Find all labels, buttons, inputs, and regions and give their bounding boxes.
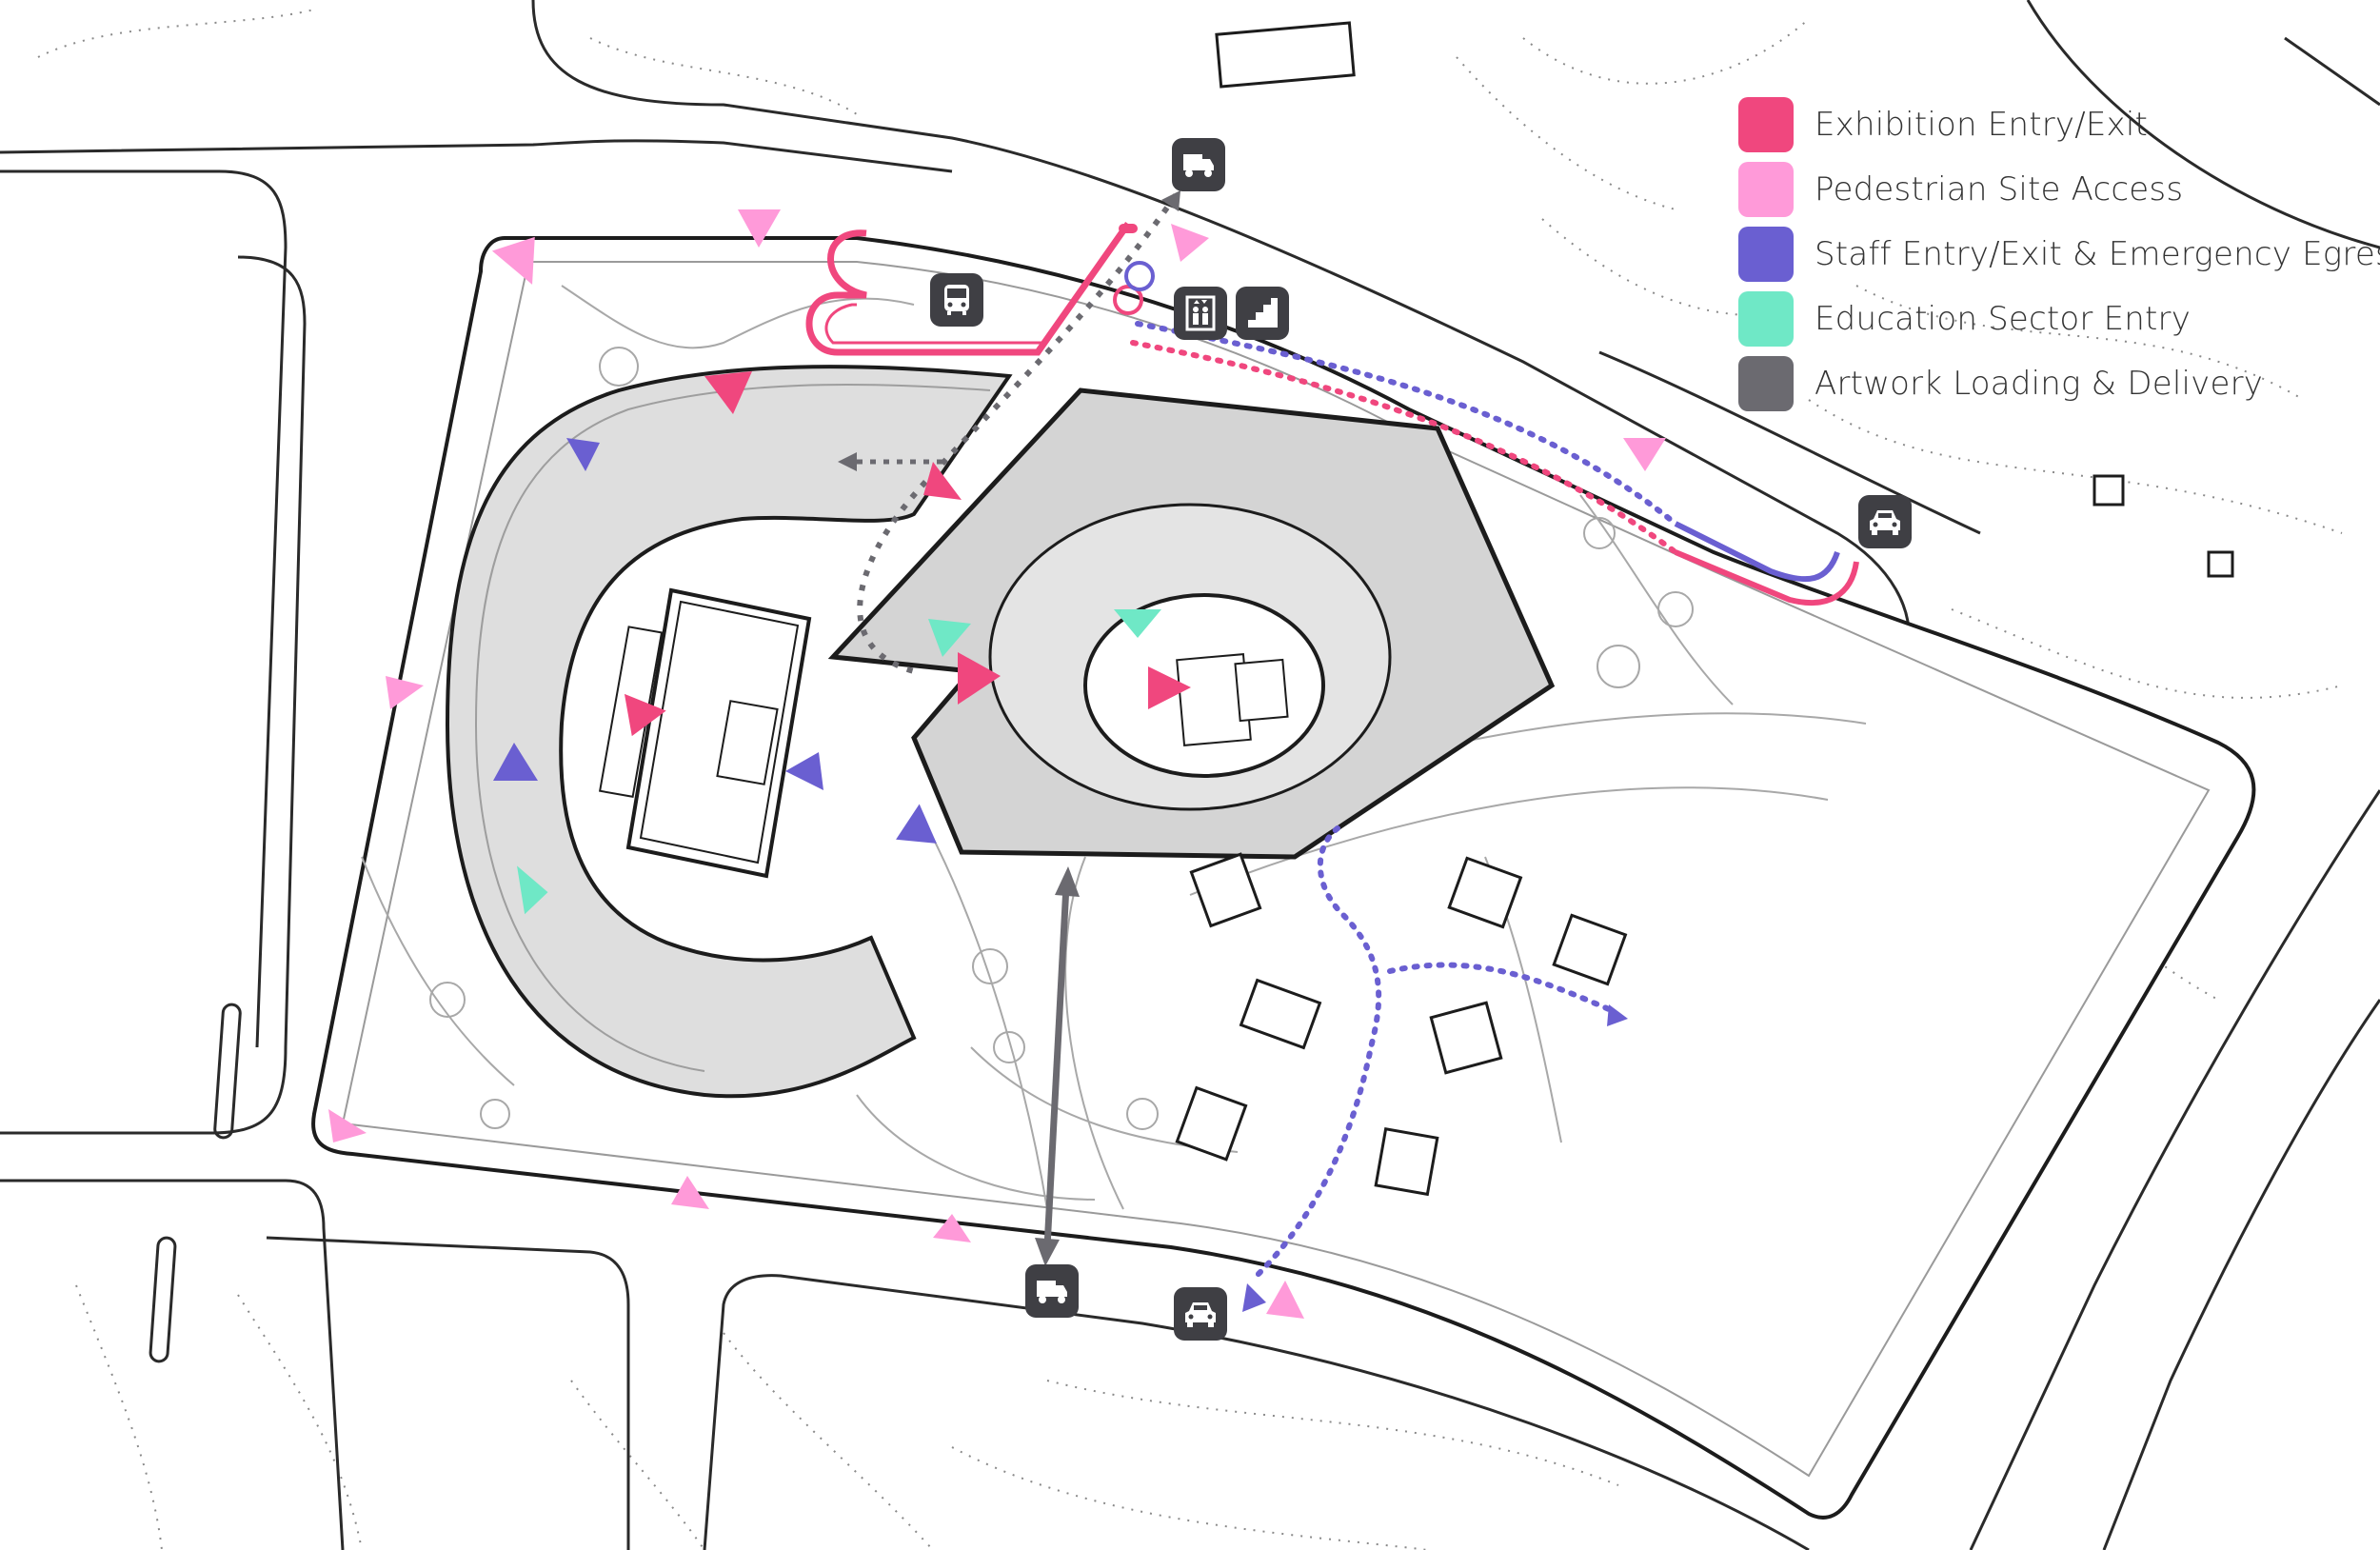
elevator-icon bbox=[1174, 287, 1227, 340]
legend-label: Education Sector Entry bbox=[1815, 300, 2192, 338]
legend-swatch bbox=[1738, 97, 1794, 152]
legend: Exhibition Entry/Exit Pedestrian Site Ac… bbox=[1738, 92, 2380, 416]
site-boundary bbox=[311, 236, 2256, 1520]
exhibition-route-solid bbox=[805, 221, 1131, 356]
legend-label: Staff Entry/Exit & Emergency Egress bbox=[1815, 235, 2380, 273]
loading-route bbox=[838, 190, 1180, 1266]
staff-routes bbox=[1135, 321, 1678, 1279]
legend-item-education: Education Sector Entry bbox=[1738, 287, 2357, 351]
bus-icon bbox=[930, 273, 983, 327]
legend-swatch bbox=[1738, 291, 1794, 347]
truck-icon bbox=[1025, 1264, 1079, 1318]
legend-item-pedestrian: Pedestrian Site Access bbox=[1738, 157, 2357, 222]
small-houses bbox=[1175, 21, 2234, 1197]
car-icon bbox=[1174, 1287, 1227, 1341]
legend-item-exhibition: Exhibition Entry/Exit bbox=[1738, 92, 2357, 157]
legend-label: Artwork Loading & Delivery bbox=[1815, 365, 2264, 403]
inner-building bbox=[598, 587, 812, 879]
truck-icon bbox=[1172, 138, 1225, 191]
legend-item-staff: Staff Entry/Exit & Emergency Egress bbox=[1738, 222, 2380, 287]
legend-item-loading: Artwork Loading & Delivery bbox=[1738, 351, 2357, 416]
legend-swatch bbox=[1738, 227, 1794, 282]
stairs-icon bbox=[1236, 287, 1289, 340]
road-medians bbox=[149, 1003, 242, 1363]
legend-swatch bbox=[1738, 356, 1794, 411]
access-markers bbox=[328, 209, 1666, 1319]
legend-label: Pedestrian Site Access bbox=[1815, 170, 2184, 209]
legend-swatch bbox=[1738, 162, 1794, 217]
exhibition-route-dotted bbox=[1130, 340, 1678, 555]
legend-label: Exhibition Entry/Exit bbox=[1815, 106, 2149, 144]
hemicycle-building bbox=[445, 365, 1013, 1099]
car-route-right bbox=[1674, 521, 1840, 583]
car-icon bbox=[1858, 495, 1912, 548]
